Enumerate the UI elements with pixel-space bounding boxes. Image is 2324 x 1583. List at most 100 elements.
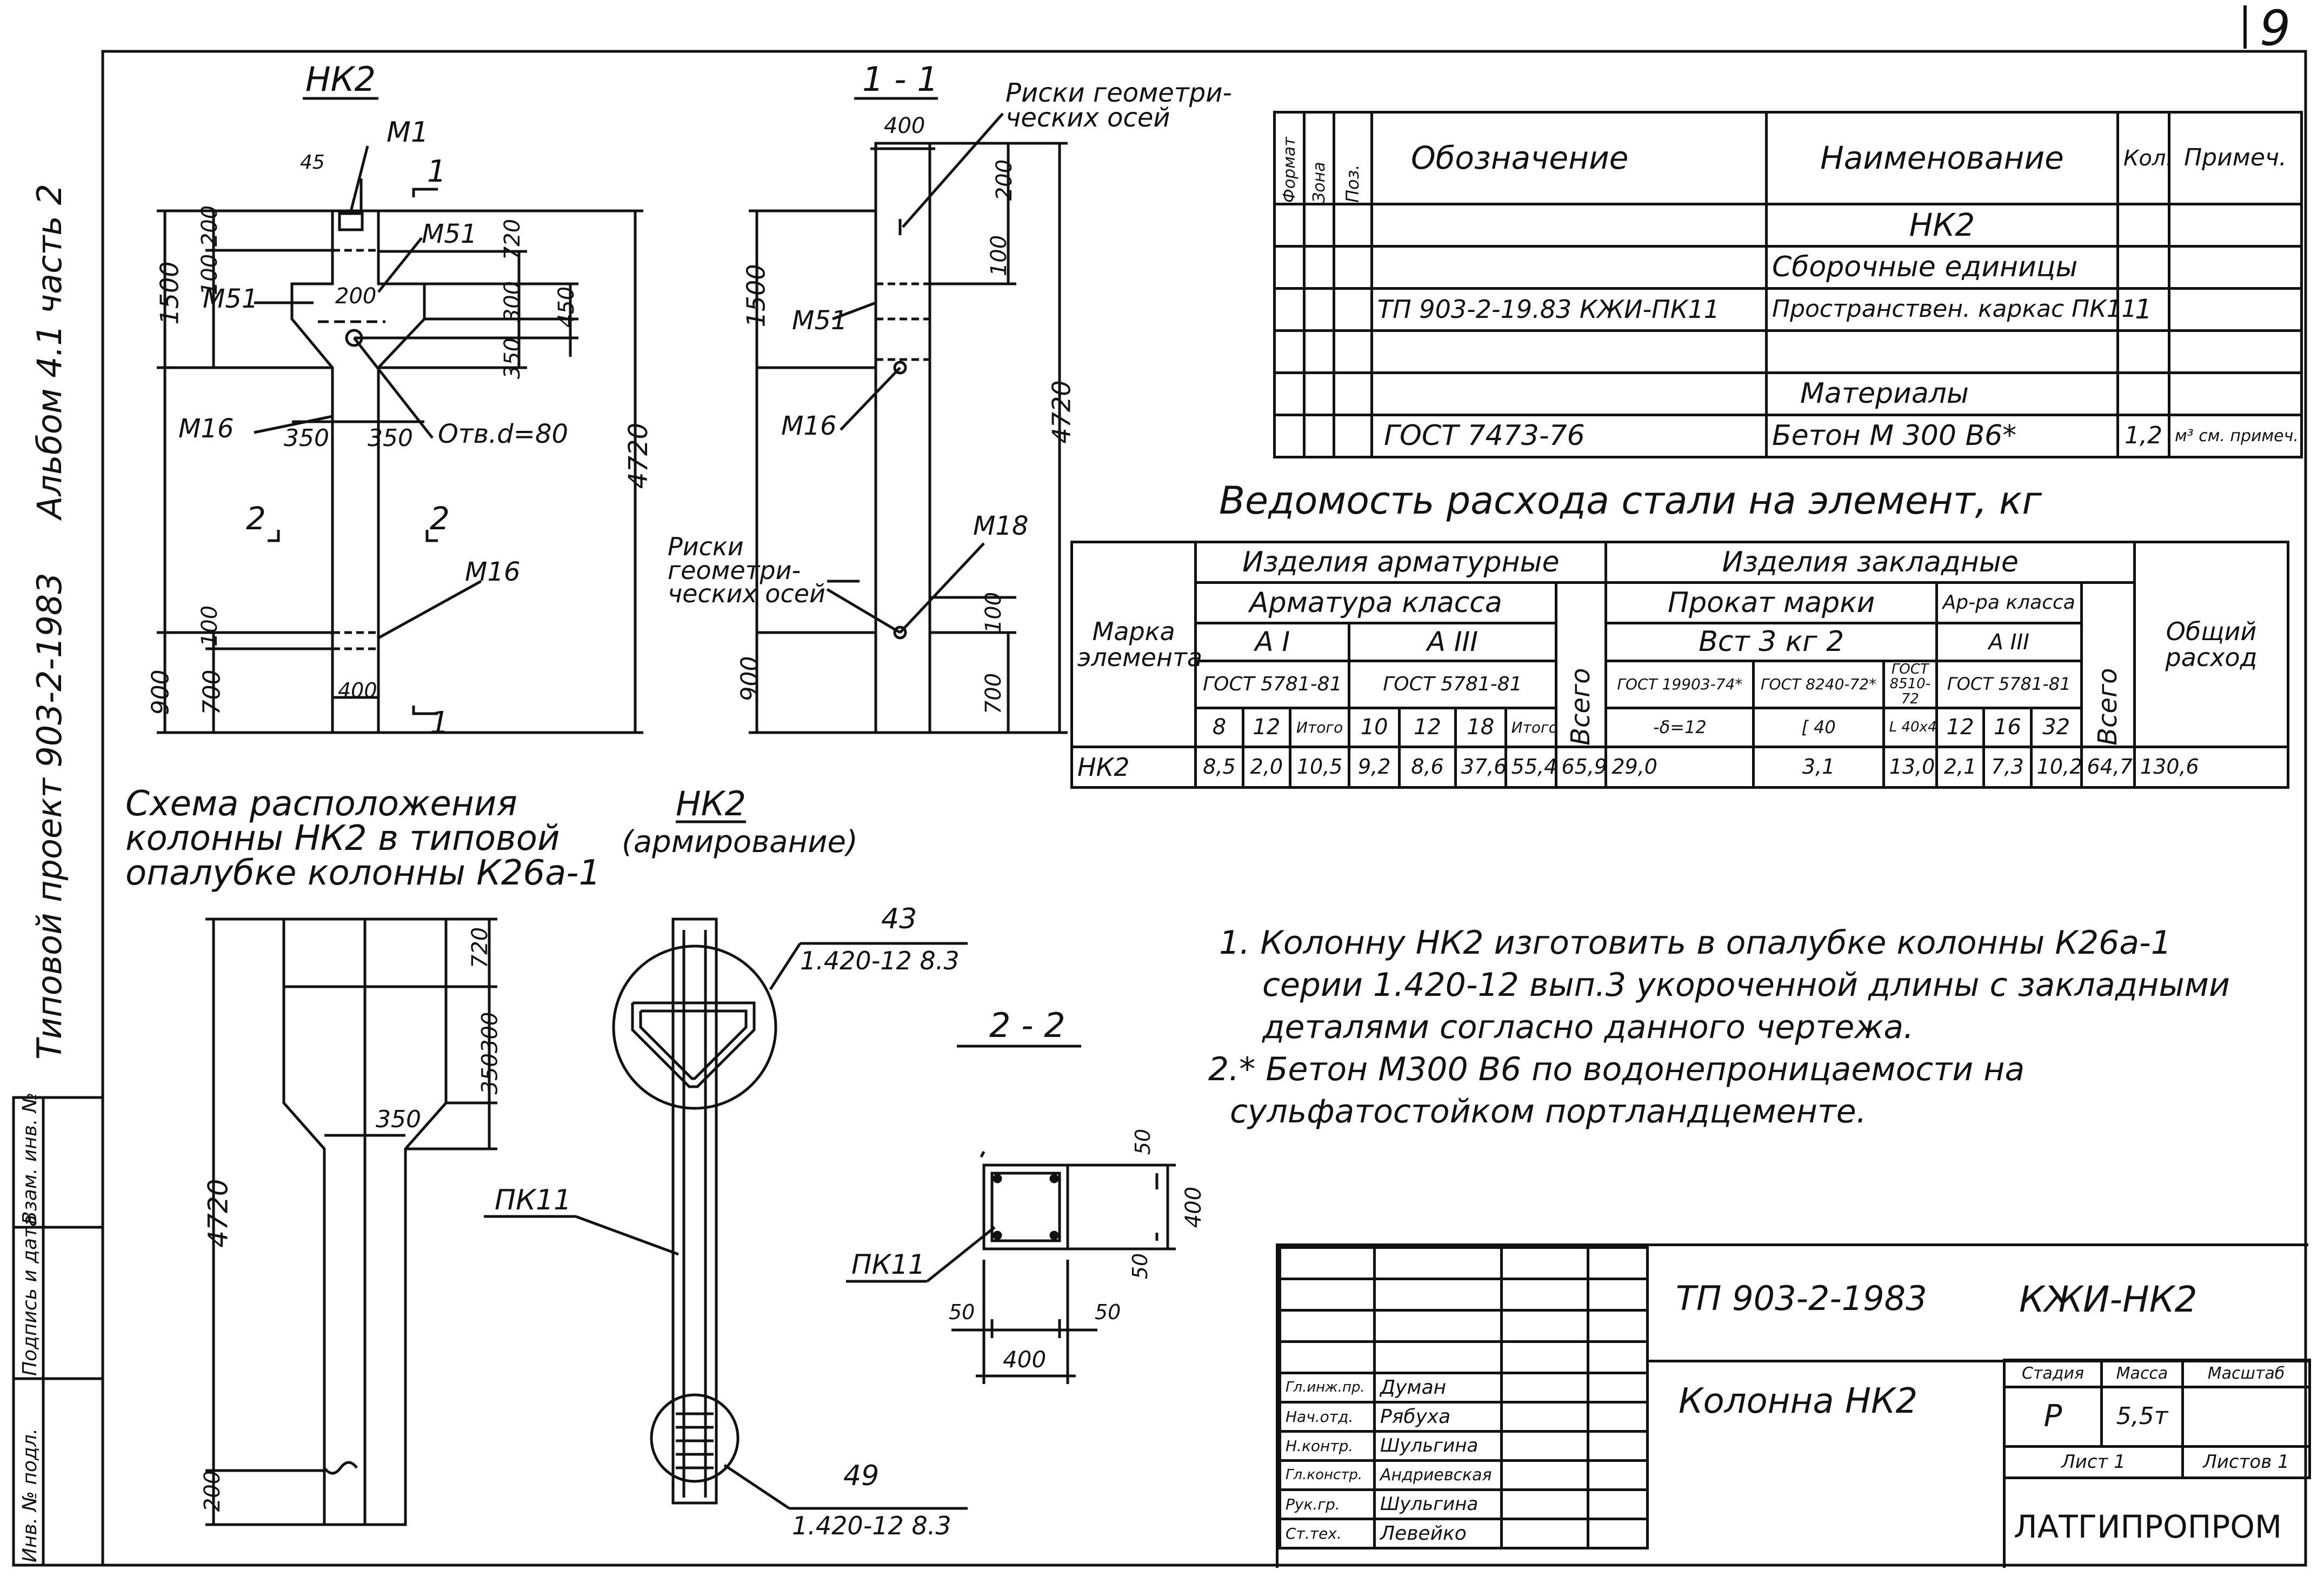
steel-class-a1: А I <box>1194 622 1351 662</box>
steel-apra: Ар-ра класса <box>1935 581 2083 624</box>
view-title-nk2: НК2 <box>305 59 376 99</box>
steel-bst: Вст 3 кг 2 <box>1604 622 1938 662</box>
scale-label: Масштаб <box>2181 1359 2311 1388</box>
callout-43-number: 43 <box>881 903 917 935</box>
steel-sub-e2: [ 40 <box>1752 706 1885 748</box>
side-stamp-frame <box>12 1096 104 1567</box>
dim-100-top: 100 <box>197 254 223 296</box>
view-title-2-2: 2 - 2 <box>989 1006 1066 1045</box>
title-block-project: ТП 903-2-1983 <box>1676 1279 1927 1318</box>
spec-row: Сборочные единицы <box>1273 245 2303 290</box>
dim-400-v-2-2: 400 <box>1181 1186 1207 1228</box>
note-line: 2.* Бетон М300 В6 по водонепроницаемости… <box>1208 1050 2025 1088</box>
steel-gost-e4: ГОСТ 5781-81 <box>1935 660 2083 709</box>
scale-value <box>2181 1386 2311 1448</box>
spec-header-name: Наименование <box>1765 111 2119 205</box>
dim-200-top: 200 <box>197 205 223 247</box>
label-m51-right: М51 <box>422 219 477 249</box>
side-project-label: Типовой проект 903-2-1983 <box>30 573 69 1060</box>
spec-row-name: Пространствен. каркас ПК11 <box>1765 287 2136 332</box>
signature-row: Ст.тех. Левейко <box>1278 1518 1649 1549</box>
label-m16-left: М16 <box>178 414 234 444</box>
dim-400-nk2: 400 <box>338 679 377 702</box>
spec-row-name <box>1765 329 2119 374</box>
dim-100-1-1: 100 <box>987 235 1012 277</box>
sheets-label: Листов 1 <box>2181 1445 2311 1479</box>
dim-4720: 4720 <box>623 422 654 489</box>
mass-label: Масса <box>2100 1359 2184 1388</box>
label-hole: Отв.d=80 <box>438 419 569 449</box>
spec-header-note: Примеч. <box>2168 111 2303 205</box>
section-1-1-outline <box>874 142 931 734</box>
title-block-stage-grid: Стадия Масса Масштаб Р 5,5т Лист 1 Листо… <box>2003 1359 2311 1479</box>
dim-200-mid: 200 <box>335 284 377 309</box>
spec-row-name: НК2 <box>1765 203 2119 248</box>
steel-sub-e3: L 40х4 <box>1882 706 1938 748</box>
dim-700: 700 <box>198 669 226 715</box>
steel-emb-total: Всего <box>2081 582 2135 747</box>
title-block-drawing-name: Колонна НК2 <box>1679 1381 1918 1421</box>
label-m16-1-1: М16 <box>781 411 837 441</box>
signature-row: Гл.констр. Андриевская <box>1278 1459 1649 1491</box>
steel-gost-e1: ГОСТ 19903-74* <box>1604 660 1755 709</box>
title-block-org-cell: ЛАТГИПРОПРОМ <box>2006 1479 2308 1568</box>
spec-row: ТП 903-2-19.83 КЖИ-ПК11 Пространствен. к… <box>1273 287 2303 332</box>
callout-49-number: 49 <box>843 1460 880 1492</box>
title-block-signatures: Гл.инж.пр. Думан Нач.отд. Рябуха Н.контр… <box>1278 1246 1649 1549</box>
dim-350-v: 350 <box>500 337 525 380</box>
view-subtitle-reinforcement: (армирование) <box>622 824 858 860</box>
label-risks-left: Риски геометри-ческих осей <box>668 532 825 609</box>
stage-label: Стадия <box>2003 1359 2103 1388</box>
dim-400-1-1: 400 <box>884 114 925 138</box>
dim-4720-1-1: 4720 <box>1047 380 1076 444</box>
steel-sub-e1: -δ=12 <box>1604 706 1755 748</box>
reinforcement-cage <box>631 917 756 1505</box>
sheet-number-rule <box>2243 5 2247 49</box>
dim-1500: 1500 <box>155 261 184 325</box>
steel-rebar-group: Изделия арматурные <box>1194 541 1608 584</box>
general-notes: 1. Колонну НК2 изготовить в опалубке кол… <box>1208 922 2273 1133</box>
sheet-frame <box>101 50 2307 1567</box>
signature-row: Нач.отд. Рябуха <box>1278 1401 1649 1433</box>
spec-header-zone: Зона <box>1304 112 1334 204</box>
steel-gost-a3: ГОСТ 5781-81 <box>1348 660 1557 709</box>
dim-1500-1-1: 1500 <box>741 264 771 328</box>
steel-class-a3e: А III <box>1935 622 2083 662</box>
spec-row-name: Бетон М 300 В6* <box>1765 414 2119 458</box>
dim-900-1-1: 900 <box>736 656 764 702</box>
spec-row <box>1273 329 2303 374</box>
dim-200-scheme: 200 <box>200 1470 225 1512</box>
signature-row: Рук.гр. Шульгина <box>1278 1488 1649 1520</box>
dim-350300-scheme: 350300 <box>477 1012 503 1095</box>
spec-row: ГОСТ 7473-76 Бетон М 300 В6* 1,2 м³ см. … <box>1273 414 2303 458</box>
specification-table: Формат Зона Поз. Обозначение Наименовани… <box>1273 111 2303 458</box>
steel-rolled: Прокат марки <box>1604 581 1938 624</box>
title-block-name-cell: Колонна НК2 <box>1646 1360 2006 1568</box>
label-m1: М1 <box>387 116 429 149</box>
note-line: сульфатостойком портландцементе. <box>1230 1093 1867 1130</box>
steel-gost-a1: ГОСТ 5781-81 <box>1194 660 1351 709</box>
title-block: Гл.инж.пр. Думан Нач.отд. Рябуха Н.контр… <box>1276 1243 2311 1568</box>
stage-value: Р <box>2003 1386 2103 1448</box>
spec-header-qty: Кол. <box>2116 111 2173 205</box>
dim-100-bottom: 100 <box>197 605 223 647</box>
dim-350-left: 350 <box>284 424 329 452</box>
dim-350-right: 350 <box>368 424 413 452</box>
note-line: серии 1.420-12 вып.3 укороченной длины с… <box>1262 966 2230 1004</box>
dim-50-bottom: 50 <box>1128 1253 1153 1280</box>
spec-row-name: Материалы <box>1765 371 2119 416</box>
dim-450: 450 <box>554 286 580 328</box>
label-cut2-right: 2 <box>430 500 450 537</box>
steel-gost-e3: ГОСТ 8510-72 <box>1882 660 1938 709</box>
note-line: деталями согласно данного чертежа. <box>1262 1008 1914 1046</box>
title-block-code: КЖИ-НК2 <box>2019 1279 2198 1320</box>
view-title-scheme: Схема расположения колонны НК2 в типовой… <box>125 784 601 893</box>
steel-table-title: Ведомость расхода стали на элемент, кг <box>1219 478 2042 523</box>
section-2-2-outline <box>982 1163 1069 1251</box>
label-m18: М18 <box>973 511 1029 541</box>
label-pk11-arm: ПК11 <box>495 1184 572 1216</box>
dim-720-scheme: 720 <box>468 927 493 969</box>
side-album-label: Альбом 4.1 часть 2 <box>30 183 69 519</box>
dim-300: 300 <box>500 281 525 323</box>
